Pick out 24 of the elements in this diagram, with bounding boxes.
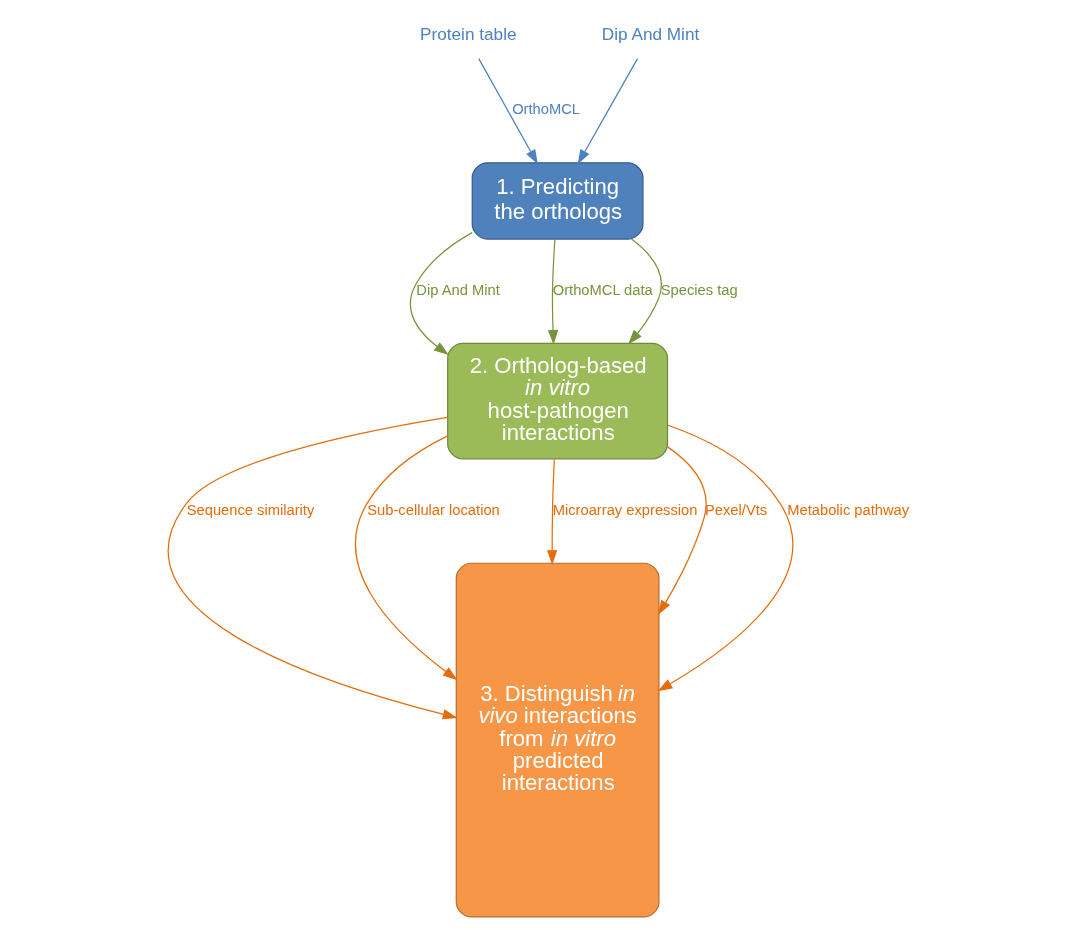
edge-label: Sequence similarity — [186, 501, 314, 518]
node-text: Dip And Mint — [601, 24, 699, 45]
arrow — [409, 232, 473, 356]
arrow — [547, 238, 558, 345]
arrow — [354, 435, 458, 681]
edge-label: Sub-cellular location — [366, 501, 500, 518]
arrow — [167, 416, 458, 720]
arrow — [577, 57, 638, 165]
edge-label: OrthoMCL data — [552, 282, 653, 299]
edge-label: Dip And Mint — [415, 282, 500, 299]
node-box: 3. Distinguish in vivo interactions from in vitro predicted interactions — [455, 562, 660, 918]
arrow — [657, 446, 707, 615]
node-text: Protein table — [419, 24, 517, 45]
edge-label: Pexel/Vts — [704, 501, 767, 518]
node-box: 1. Predicting the orthologs — [471, 162, 644, 240]
edge-label: Metabolic pathway — [786, 501, 909, 518]
node-box: 2. Ortholog-based in vitro host-pathogen interactions — [446, 342, 668, 460]
edge-label: OrthoMCL — [511, 101, 580, 118]
arrow — [477, 57, 538, 165]
edge-label: Species tag — [660, 282, 738, 299]
arrow — [657, 424, 793, 692]
edge-label: Microarray expression — [552, 501, 697, 518]
arrow — [546, 458, 557, 565]
arrow — [627, 238, 662, 345]
